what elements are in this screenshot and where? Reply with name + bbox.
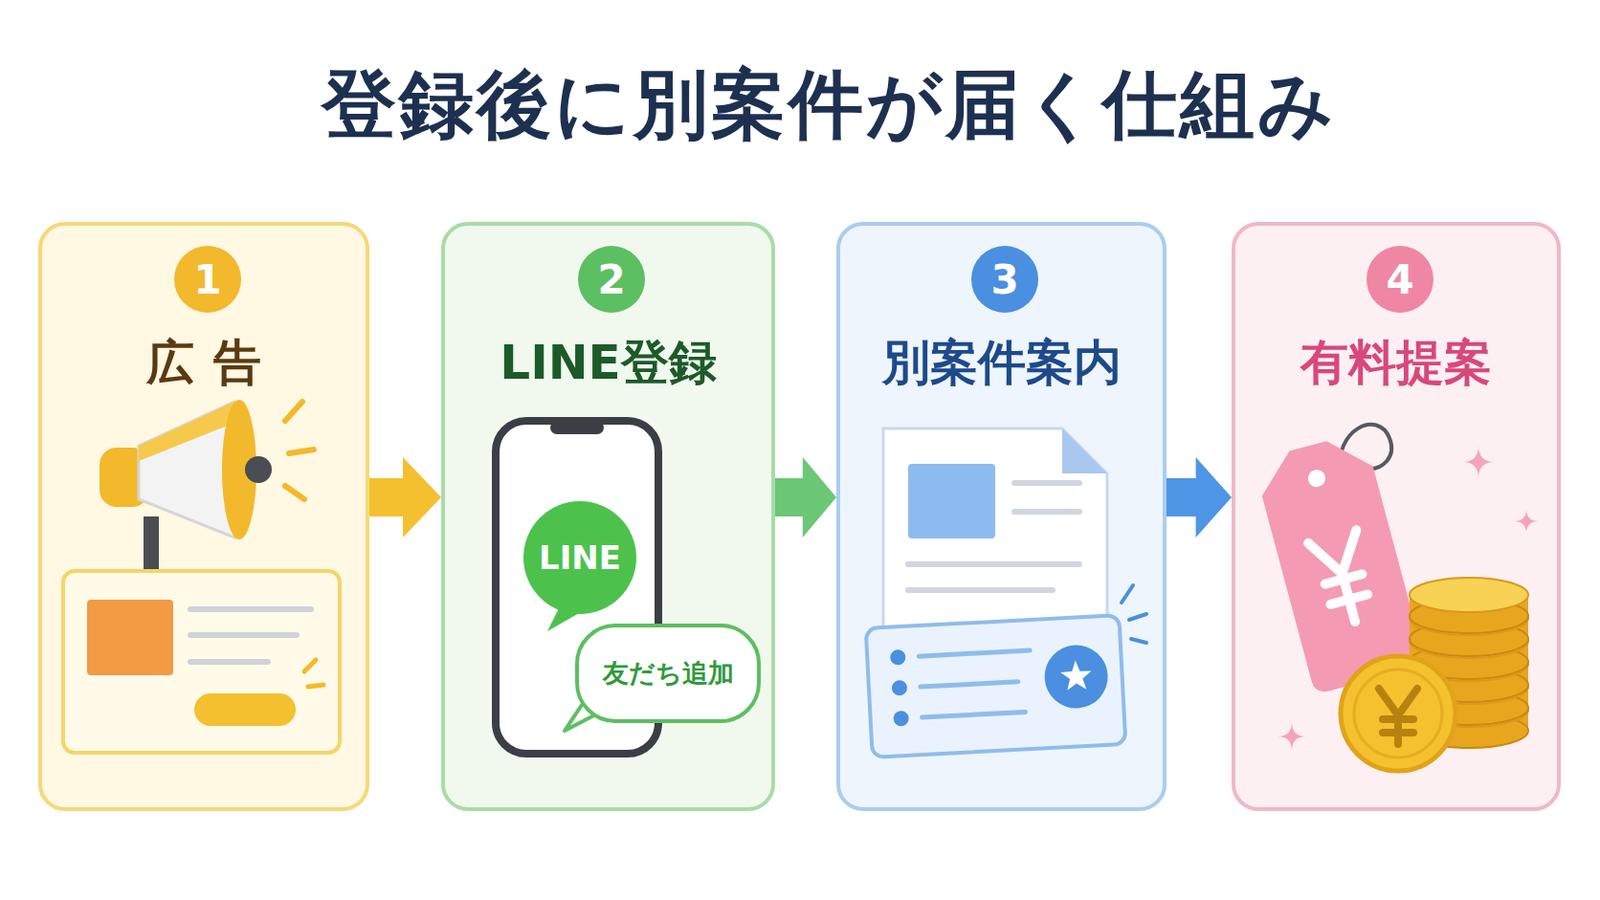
- line-logo-bubble: LINE: [523, 501, 637, 615]
- flow-arrow: [775, 457, 837, 538]
- bubble-text: 友だち追加: [602, 656, 734, 691]
- step-card: LINE登録 2LINE 友だち追加: [441, 222, 776, 812]
- callout-number: 3: [990, 256, 1019, 304]
- step-card: 別案件案内 3: [836, 222, 1167, 812]
- flow-arrow: [1166, 457, 1232, 538]
- logo-text: LINE: [538, 538, 622, 578]
- step-label: LINE登録: [444, 331, 772, 396]
- speech-bubble: 友だち追加: [575, 623, 761, 724]
- step-number: 3: [971, 245, 1039, 313]
- step-number: 4: [1366, 245, 1434, 313]
- step-label: 広告: [42, 331, 366, 396]
- step-number: 1: [174, 245, 242, 313]
- callout-number: 4: [1385, 256, 1414, 304]
- step-card: 広告 1: [38, 222, 370, 812]
- diagram-title: 登録後に別案件が届く仕組み: [0, 55, 1600, 156]
- step-label: 有料提案: [1235, 331, 1557, 396]
- callout-number: 1: [193, 256, 222, 304]
- flow-arrow: [369, 457, 442, 538]
- step-card: 有料提案 4: [1231, 222, 1561, 812]
- callout-number: 2: [597, 256, 625, 304]
- step-label: 別案件案内: [840, 331, 1163, 396]
- step-number: 2: [577, 245, 645, 313]
